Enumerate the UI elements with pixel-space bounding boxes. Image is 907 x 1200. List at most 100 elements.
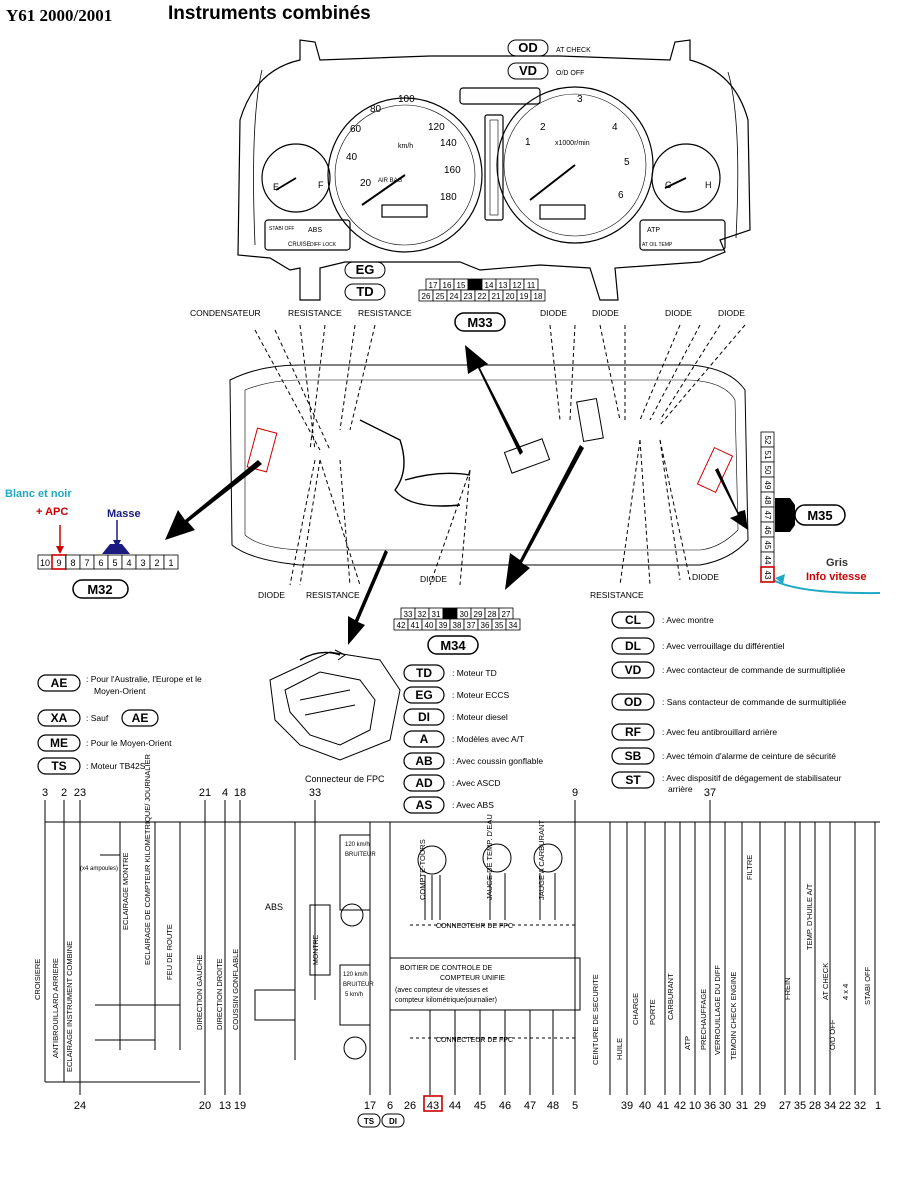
vertical-label: COUSSIN GONFLABLE <box>231 949 240 1030</box>
pin-number: 23 <box>74 787 86 799</box>
code-pill <box>611 661 655 679</box>
connector-pin: 40 <box>425 621 434 630</box>
box-line-4: compteur kilométrique/journalier) <box>395 997 497 1004</box>
m33-label: M33 <box>467 315 492 330</box>
pin-number: 19 <box>234 1100 246 1112</box>
connector-pin: 13 <box>499 281 508 290</box>
turn-indicator-strip <box>459 87 541 105</box>
pin-number: 40 <box>639 1100 651 1112</box>
connector-pin: 8 <box>70 558 75 568</box>
pin-number: 21 <box>199 787 211 799</box>
condensateur-label: CONDENSATEUR <box>190 308 261 318</box>
cluster-text: 20 40 60 80 100 120 140 160 180 km/h AIR… <box>269 94 712 248</box>
pin-number: 37 <box>704 787 716 799</box>
buzzer2-speed2: 5 km/h <box>345 992 363 998</box>
connector-pin: 46 <box>763 526 772 535</box>
connector-pin: 34 <box>509 621 518 630</box>
code-pill <box>381 1113 405 1128</box>
fuel-gauge-dial <box>261 143 331 213</box>
connector-pin: 52 <box>763 436 772 445</box>
tach-unit: x1000r/min <box>555 140 590 147</box>
code-pill <box>403 796 445 814</box>
pin-number: 13 <box>219 1100 231 1112</box>
connector-pin: 2 <box>154 558 159 568</box>
at-check-text: AT CHECK <box>556 47 591 54</box>
instrument-cluster-front <box>237 39 751 301</box>
legend-desc: : Avec ABS <box>452 800 494 810</box>
legend-desc: : Modèles avec A/T <box>452 734 524 744</box>
cruise-label: CRUISE <box>288 242 311 248</box>
connector-pin: 9 <box>56 558 61 568</box>
masse-note: Masse <box>107 508 141 520</box>
pin-number: 1 <box>875 1100 881 1112</box>
control-box <box>389 957 581 1011</box>
abs-text: ABS <box>265 902 283 912</box>
info-vitesse-pointer <box>772 579 881 595</box>
vertical-label: VERROUILLAGE DU DIFF <box>713 965 722 1055</box>
legend-desc: : Moteur TD <box>452 668 497 678</box>
buzzer-2 <box>339 964 371 1026</box>
legend-desc: : Moteur TB42S <box>86 761 146 771</box>
temp-h: H <box>705 180 712 190</box>
connector-cell <box>760 566 775 583</box>
montre-box <box>309 904 331 976</box>
fpc-label: Connecteur de FPC <box>305 774 385 784</box>
code-pill-text: ST <box>625 773 641 787</box>
connector-cell <box>467 278 483 291</box>
legend-desc: : Sans contacteur de commande de surmult… <box>662 697 847 707</box>
diode-label: DIODE <box>718 308 745 318</box>
connector-pin: 11 <box>527 281 536 290</box>
code-pill-text: RF <box>625 725 641 739</box>
pin-number: 34 <box>824 1100 836 1112</box>
vertical-label: 4 x 4 <box>841 984 850 1000</box>
diode-label: DIODE <box>420 574 447 584</box>
code-pill-text: AS <box>416 798 433 812</box>
code-pill-text: TD <box>416 666 432 680</box>
connector-pin: 32 <box>418 610 427 619</box>
connector-pin: 42 <box>397 621 406 630</box>
component-labels: CONDENSATEUR RESISTANCE RESISTANCE DIODE… <box>190 308 745 784</box>
vertical-label: CROISIERE <box>33 959 42 1000</box>
connector-pin: 31 <box>432 610 441 619</box>
connector-cell <box>442 607 458 620</box>
pin-number: 41 <box>657 1100 669 1112</box>
fuel-e: E <box>273 182 279 192</box>
highlight-43 <box>423 1095 443 1112</box>
speed-tick: 120 <box>428 122 445 133</box>
vertical-label: O/D OFF <box>828 1019 837 1050</box>
fpc-connector-bottom: CONNECTEUR DE FPC <box>436 1037 513 1044</box>
pin-number: 46 <box>499 1100 511 1112</box>
pin-number: 6 <box>387 1100 393 1112</box>
pin-number: 10 <box>689 1100 701 1112</box>
pin-number: 22 <box>839 1100 851 1112</box>
speed-tick: 140 <box>440 138 457 149</box>
tach-tick: 6 <box>618 190 624 201</box>
legend-desc: : Avec témoin d'alarme de ceinture de sé… <box>662 751 836 761</box>
pin-number: 44 <box>449 1100 461 1112</box>
code-pill-text: AB <box>415 754 433 768</box>
schematic <box>44 800 880 1095</box>
diode-label: DIODE <box>258 590 285 600</box>
connector-pin: 20 <box>506 292 515 301</box>
connector-pin: 26 <box>422 292 431 301</box>
tach-tick: 1 <box>525 137 531 148</box>
gauge-label: JAUGE DE TEMP. D'EAU <box>485 814 494 900</box>
connector-pin: 4 <box>126 558 131 568</box>
tach-tick: 2 <box>540 122 546 133</box>
code-pill-text: AD <box>415 776 433 790</box>
code-pill <box>611 723 655 741</box>
speed-tick: 40 <box>346 152 358 163</box>
tach-tick: 3 <box>577 94 583 105</box>
connector-pin: 21 <box>492 292 501 301</box>
vertical-label: ANTIBROUILLARD ARRIERE <box>51 958 60 1058</box>
resistance-label: RESISTANCE <box>590 590 644 600</box>
td-code: TD <box>356 284 373 299</box>
connector-pin: 16 <box>443 281 452 290</box>
connector-pin: 27 <box>502 610 511 619</box>
buzzer-label: BRUITEUR <box>345 852 376 858</box>
m34-label: M34 <box>440 638 466 653</box>
connector-pin: 44 <box>763 556 772 565</box>
connector-pin: 45 <box>763 541 772 550</box>
